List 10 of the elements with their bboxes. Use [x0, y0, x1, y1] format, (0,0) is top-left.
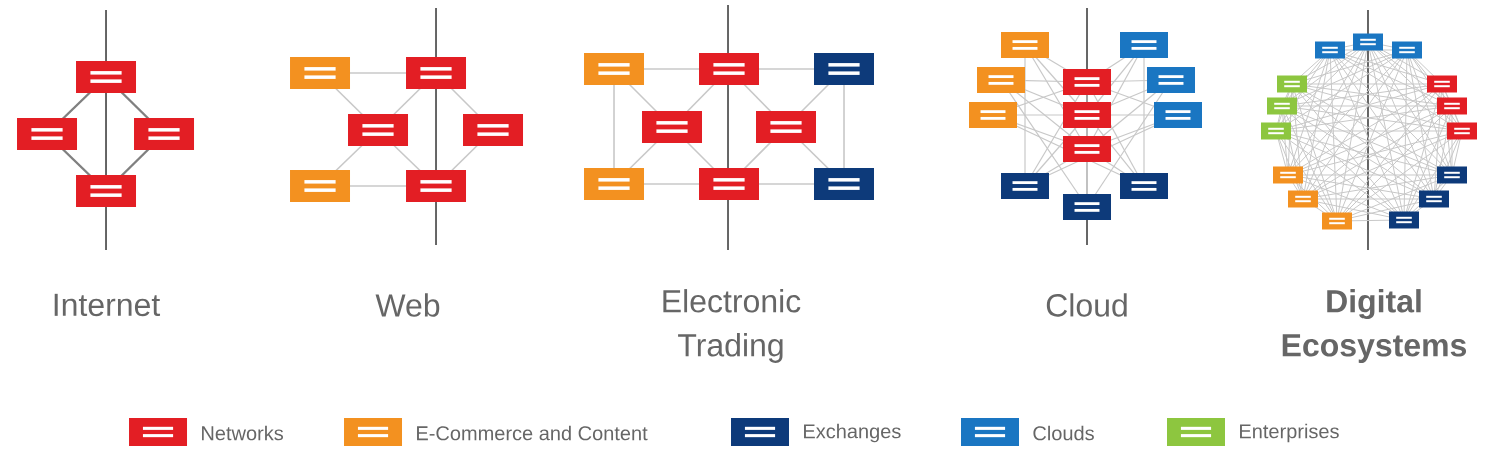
- legend-label: Enterprises: [1240, 423, 1339, 443]
- panel-title: Digital Ecosystems: [1282, 289, 1467, 363]
- legend-label: Networks: [202, 425, 284, 441]
- panel-title: Cloud: [1046, 293, 1127, 317]
- legend-label: E-Commerce and Content: [417, 425, 648, 441]
- legend-label: Exchanges: [804, 423, 901, 443]
- legend-label: Clouds: [1033, 425, 1094, 441]
- panel-title: Web: [375, 293, 440, 317]
- panel-title: Electronic Trading: [663, 289, 801, 363]
- panel-title: Internet: [54, 293, 161, 317]
